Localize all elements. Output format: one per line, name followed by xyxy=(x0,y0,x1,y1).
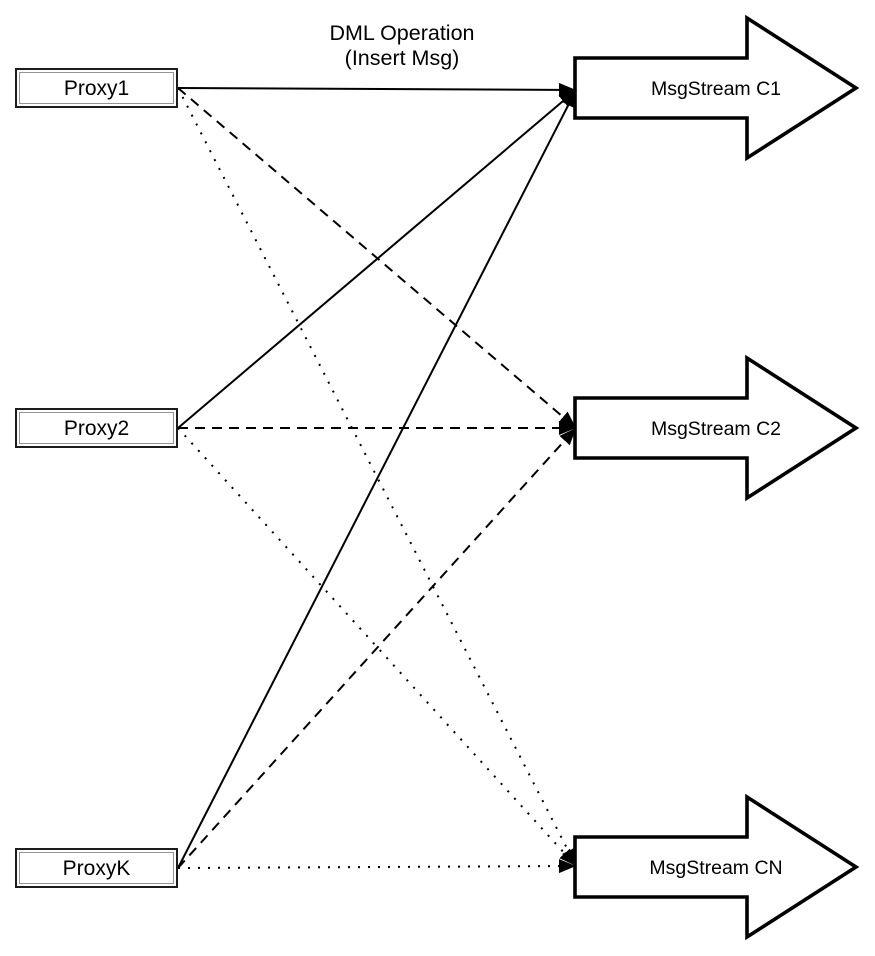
msgstream-cn-arrow-shape xyxy=(573,793,860,941)
proxyk-node: ProxyK xyxy=(15,848,178,888)
dml-operation-note: DML Operation (Insert Msg) xyxy=(330,21,475,71)
proxy1-node: Proxy1 xyxy=(15,68,178,108)
msgstream-c1-arrow-shape xyxy=(573,14,860,162)
edges-layer xyxy=(177,82,577,874)
msgstream-cn-label: MsgStream CN xyxy=(649,857,782,879)
proxy2-label: Proxy2 xyxy=(63,416,130,440)
msgstream-c2-arrow: MsgStream C2 xyxy=(573,354,860,502)
dml-operation-note-line2: (Insert Msg) xyxy=(344,46,460,70)
edge-proxyk-msgstream-c1 xyxy=(177,89,577,869)
msgstream-cn-arrow: MsgStream CN xyxy=(573,793,860,941)
msgstream-c1-label: MsgStream C1 xyxy=(651,78,781,100)
msgstream-c1-arrow: MsgStream C1 xyxy=(573,14,860,162)
edge-proxyk-msgstream-cn xyxy=(177,859,577,874)
proxy1-label: Proxy1 xyxy=(63,76,130,100)
msgstream-c2-label: MsgStream C2 xyxy=(651,418,781,440)
msgstream-c2-arrow-shape xyxy=(573,354,860,502)
edge-proxy1-msgstream-c1 xyxy=(177,82,577,97)
proxyk-label: ProxyK xyxy=(62,856,131,880)
edge-proxy2-msgstream-c1 xyxy=(177,89,577,429)
edge-proxyk-msgstream-c2 xyxy=(177,427,577,869)
proxy2-node: Proxy2 xyxy=(15,408,178,448)
dml-operation-note-line1: DML Operation xyxy=(329,21,475,45)
